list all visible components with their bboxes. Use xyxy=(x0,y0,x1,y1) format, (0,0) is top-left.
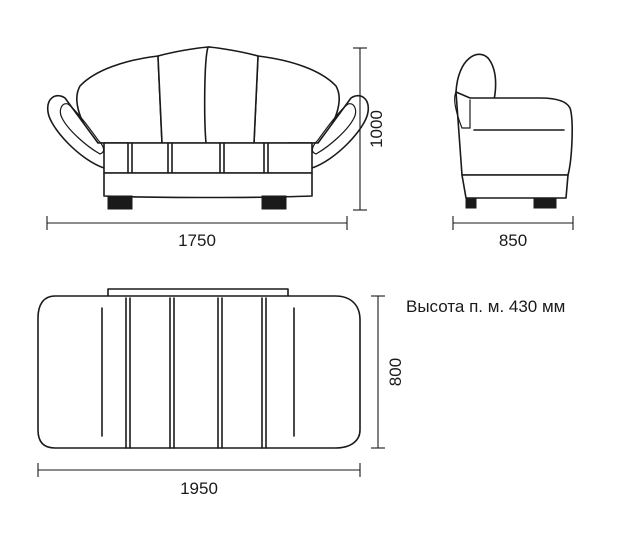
dimension-bed-width: 800 xyxy=(371,295,405,449)
front-foot-left xyxy=(107,195,133,210)
right-armrest-inner xyxy=(311,103,357,155)
side-arm-edge xyxy=(454,91,471,129)
bed-outline xyxy=(37,295,361,449)
dimension-side-depth: 850 xyxy=(452,216,574,250)
left-armrest-inner xyxy=(59,103,105,155)
front-view xyxy=(46,46,370,210)
side-depth-label: 850 xyxy=(499,231,527,250)
dimension-bed-length: 1950 xyxy=(37,463,361,498)
side-foot-left xyxy=(465,197,477,209)
front-width-label: 1750 xyxy=(178,231,216,250)
front-height-label: 1000 xyxy=(367,110,386,148)
sofa-base xyxy=(103,172,313,199)
dimension-front-width: 1750 xyxy=(46,216,348,250)
side-body xyxy=(455,91,573,176)
dimension-front-height: 1000 xyxy=(353,47,386,211)
back-cushion-right xyxy=(253,55,340,144)
side-view xyxy=(454,53,573,209)
front-foot-right xyxy=(261,195,287,210)
sleeping-height-note: Высота п. м. 430 мм xyxy=(406,297,565,316)
bed-length-label: 1950 xyxy=(180,479,218,498)
top-view xyxy=(37,288,361,449)
seat-front xyxy=(103,142,313,174)
back-cushion-left xyxy=(76,55,163,144)
back-cushion-center-right xyxy=(203,46,259,144)
side-foot-right xyxy=(533,197,557,209)
bed-width-label: 800 xyxy=(386,358,405,386)
side-backrest xyxy=(455,53,497,101)
side-base xyxy=(461,174,569,199)
